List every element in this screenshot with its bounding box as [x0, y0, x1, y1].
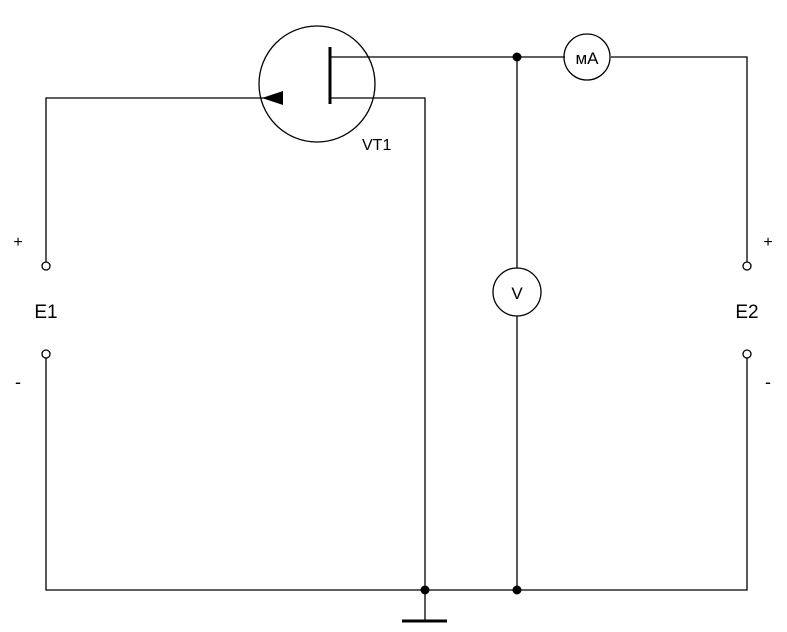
junction-dot	[512, 52, 522, 62]
voltmeter-label: V	[511, 284, 523, 303]
e1-minus-sign: -	[15, 372, 21, 392]
wire-source	[330, 97, 426, 590]
source-e1: + E1 -	[13, 234, 57, 392]
junction-dot	[420, 585, 430, 595]
junction-dot	[512, 585, 522, 595]
e2-plus-terminal	[742, 261, 752, 271]
ammeter: мА	[563, 33, 611, 81]
e1-minus-terminal	[41, 349, 51, 359]
e1-label: E1	[34, 302, 57, 323]
e2-minus-terminal	[742, 349, 752, 359]
e2-plus-sign: +	[763, 234, 772, 251]
transistor-vt1: VT1	[258, 25, 391, 154]
transistor-label: VT1	[362, 137, 391, 154]
ammeter-label: мА	[575, 49, 599, 68]
source-e2: + E2 -	[735, 234, 772, 392]
wire-e1-top	[45, 97, 282, 262]
ammeter-circle	[563, 33, 611, 81]
channel-arrow-icon	[262, 91, 283, 105]
junctions	[420, 52, 522, 595]
e2-minus-sign: -	[765, 372, 771, 392]
voltmeter-circle	[492, 267, 542, 317]
e1-plus-sign: +	[13, 234, 22, 251]
wire-e1-bottom	[45, 358, 748, 591]
wire-ammeter-e2	[611, 56, 748, 262]
e2-label: E2	[735, 302, 758, 323]
transistor-body	[258, 25, 376, 143]
voltmeter: V	[492, 267, 542, 317]
wires	[45, 56, 748, 620]
e1-plus-terminal	[41, 261, 51, 271]
